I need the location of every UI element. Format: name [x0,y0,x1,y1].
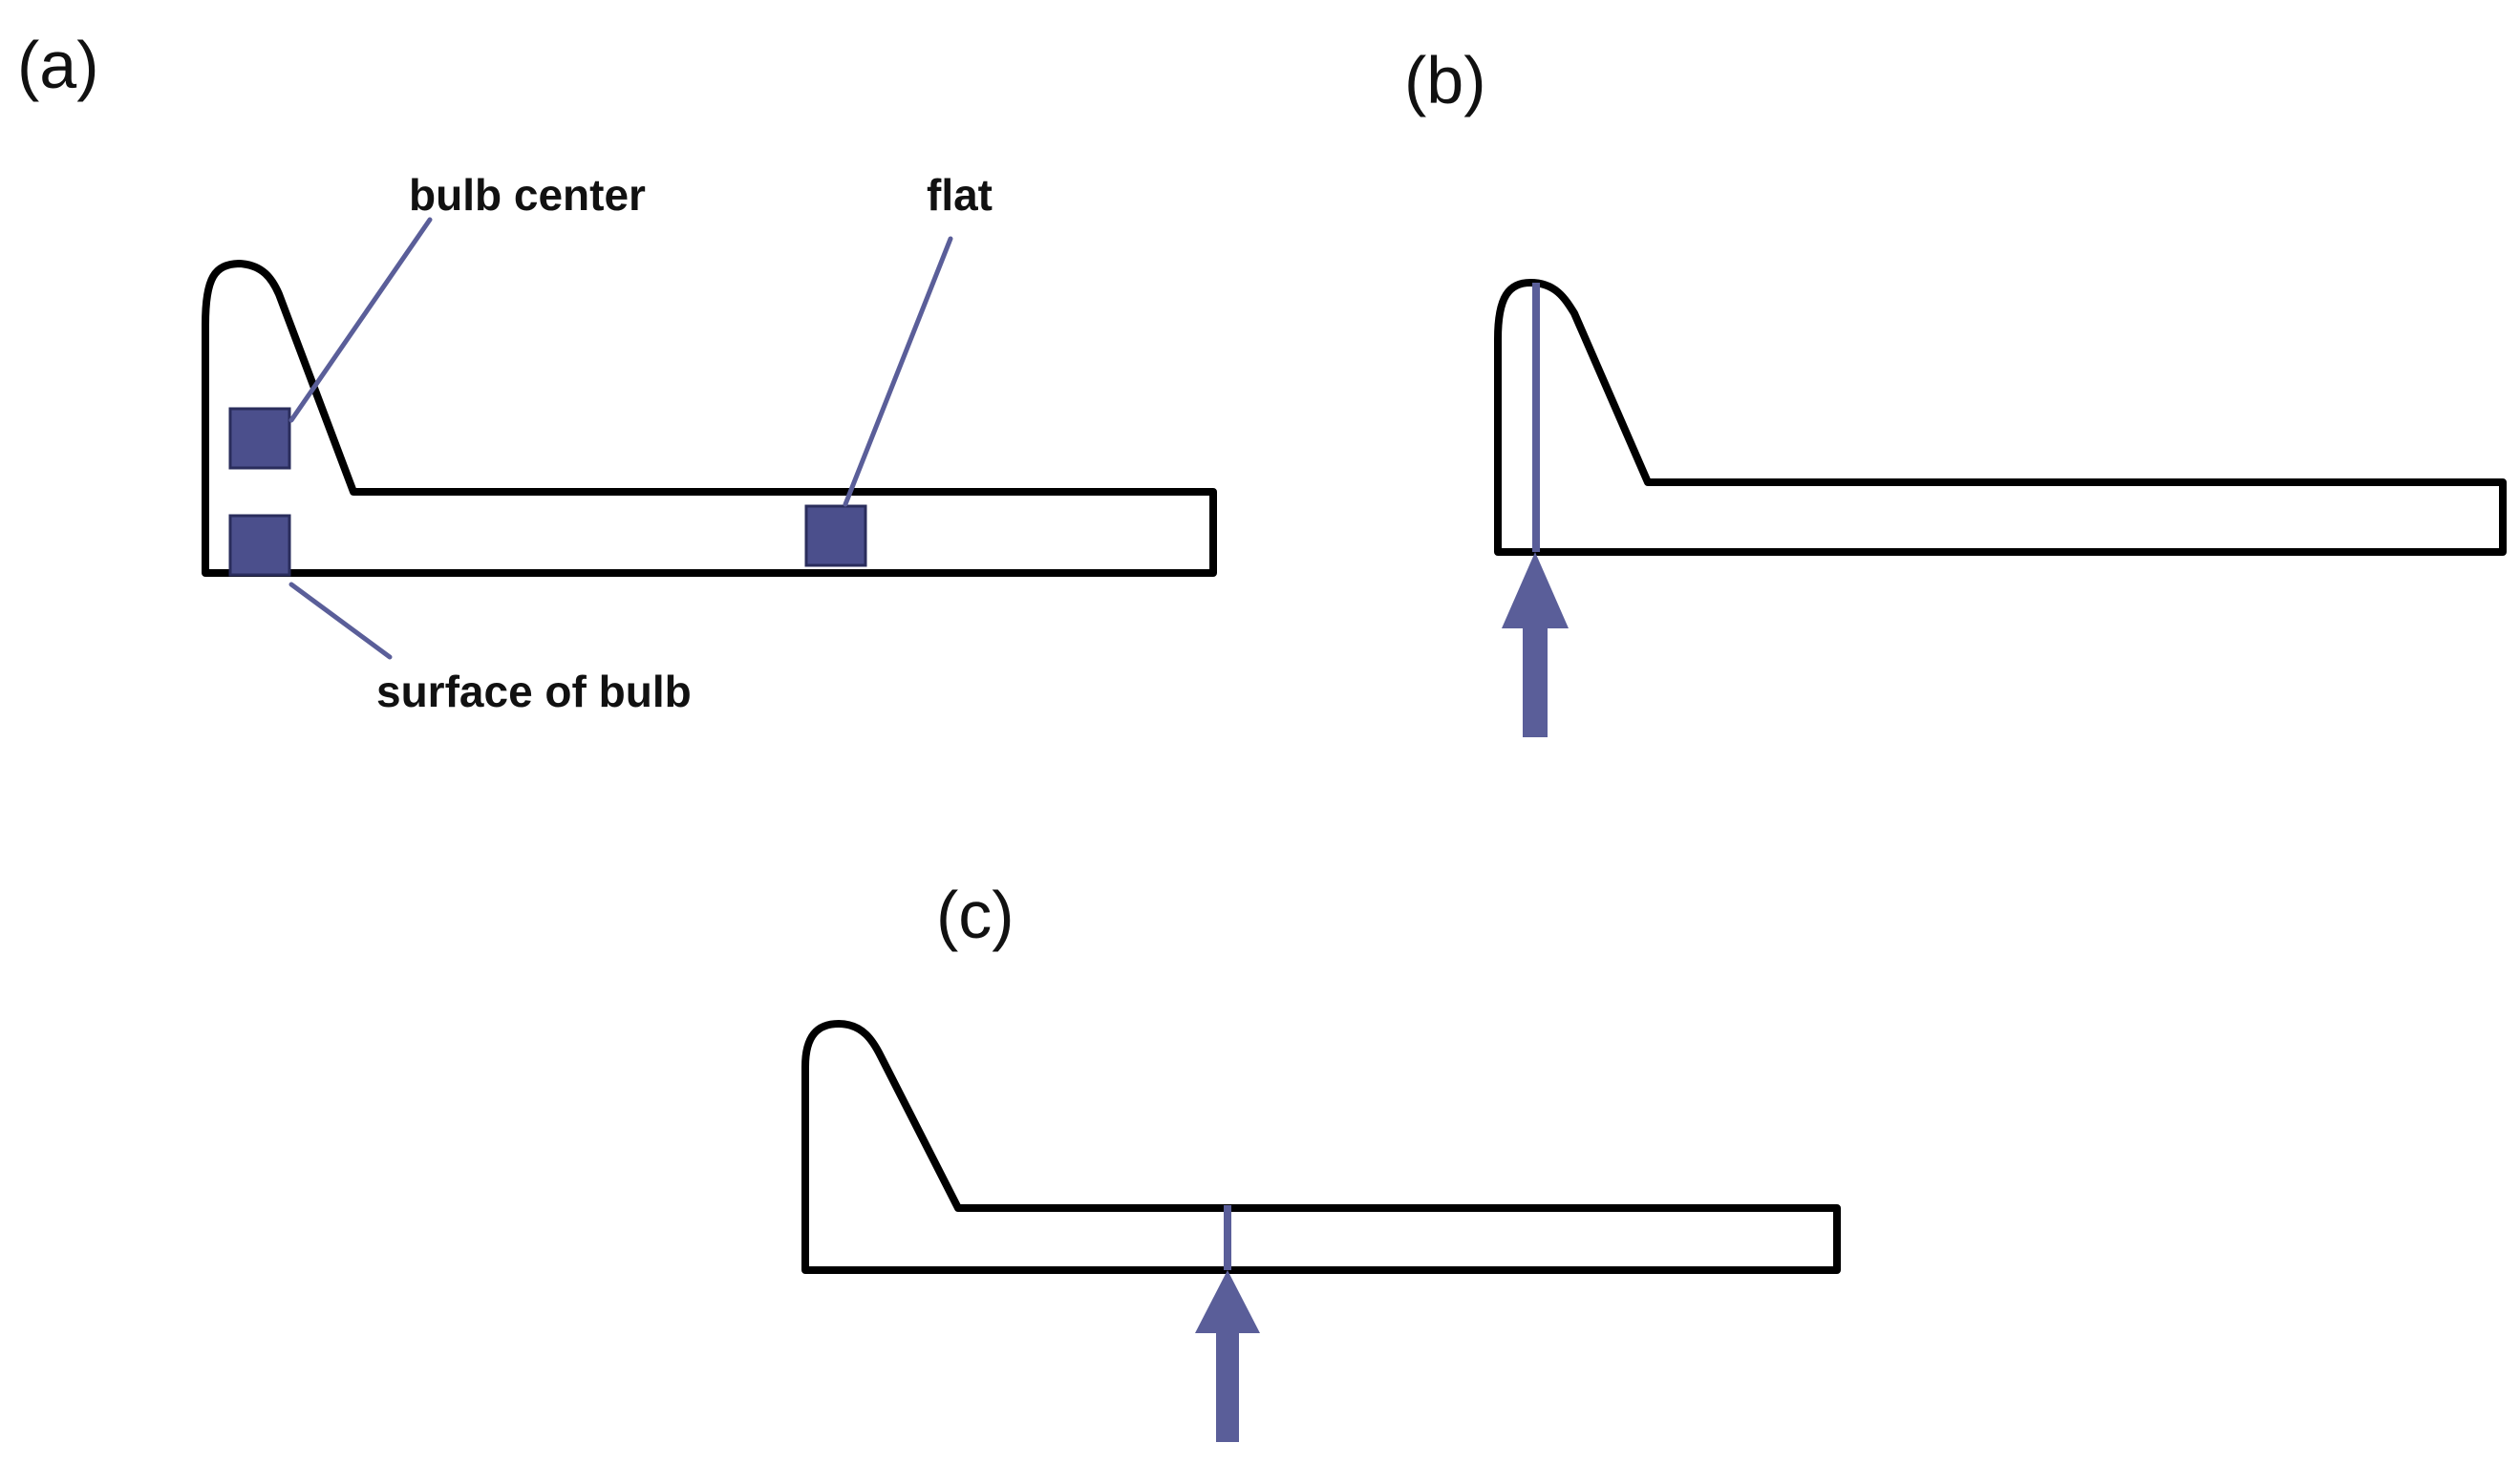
panel-b: (b) [1404,43,2507,737]
bulb-center-marker [228,407,291,470]
flat-leader-arrow [843,236,953,507]
panel-c-label: (c) [936,878,1014,952]
panel-c: (c) [801,878,1841,1442]
panel-a-label: (a) [17,28,99,102]
panel-c-up-arrow [1195,1270,1260,1442]
surface-of-bulb-label: surface of bulb [376,667,692,716]
surface-of-bulb-marker [228,514,291,577]
panel-a: (a) bulb center flat surface of bulb [17,28,1217,716]
panel-b-label: (b) [1404,43,1486,117]
flat-marker [804,504,867,567]
panel-b-up-arrow [1502,552,1569,737]
panel-c-shape-outline [801,1020,1841,1274]
bulb-center-leader-arrow [288,217,433,423]
panel-b-shape-outline [1494,279,2507,556]
flat-label: flat [927,170,993,220]
surface-of-bulb-leader-arrow [288,582,393,660]
panel-a-shape-outline [202,260,1217,577]
bulb-center-label: bulb center [409,170,646,220]
